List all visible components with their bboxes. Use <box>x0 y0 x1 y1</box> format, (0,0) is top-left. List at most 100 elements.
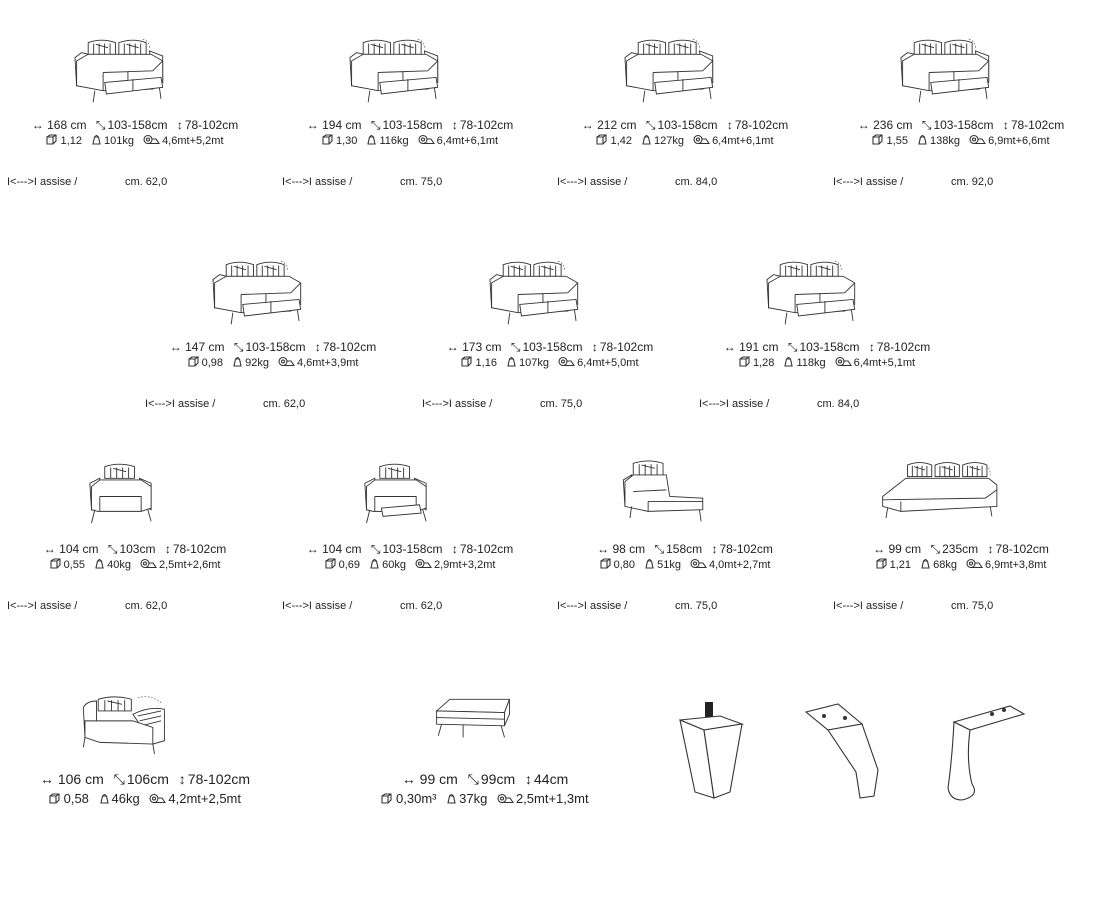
height-value: 78-102cm <box>184 118 239 132</box>
assise-line: I<--->I assise /cm. 84,0 <box>557 176 717 188</box>
product-sofa-147: ↔ 147 cm ⤡103-158cm ↕78-102cm 0,98 92kg … <box>145 252 398 410</box>
weight-icon <box>366 134 377 147</box>
width-value: 212 cm <box>597 118 637 132</box>
volume-value: 1,42 <box>610 135 632 147</box>
depth-icon: ⤡ <box>95 118 106 132</box>
specs-line: 1,12 101kg 4,6mt+5,2mt <box>10 134 260 147</box>
assise-label: I<--->I assise / <box>557 600 628 612</box>
weight-icon <box>446 791 457 806</box>
assise-value: cm. 75,0 <box>540 398 583 410</box>
volume-icon <box>596 134 608 147</box>
product-sofa-212: ↔ 212 cm ⤡103-158cm ↕78-102cm 1,42 127kg… <box>557 30 810 188</box>
assise-label: I<--->I assise / <box>7 176 78 188</box>
height-value: 78-102cm <box>995 542 1049 556</box>
fabric-roll-icon <box>690 558 708 571</box>
depth-icon: ⤡ <box>654 542 665 556</box>
fabric-value: 6,9mt+3,8mt <box>985 559 1047 571</box>
height-value: 78-102cm <box>187 771 251 787</box>
assise-value: cm. 75,0 <box>400 176 443 188</box>
sofa1arm-illustration <box>766 261 856 325</box>
volume-icon <box>49 558 61 571</box>
product-lounge-99: ↔ 99 cm ⤡235cm ↕78-102cm 1,21 68kg 6,9mt… <box>833 454 1086 612</box>
height-icon: ↕ <box>451 542 458 556</box>
specs-line: 1,28 118kg 6,4mt+5,1mt <box>702 356 952 369</box>
volume-icon <box>599 558 611 571</box>
product-pouf-99: ↔ 99 cm ⤡99cm ↕44cm 0,30m³ 37kg 2,5mt+1,… <box>360 685 610 806</box>
sofa2-illustration <box>74 39 164 103</box>
weight-icon <box>783 356 794 369</box>
depth-icon: ⤡ <box>787 340 798 354</box>
fabric-value: 6,4mt+6,1mt <box>436 135 499 147</box>
dimensions-line: ↔ 168 cm ⤡103-158cm ↕78-102cm <box>10 118 260 133</box>
fabric-value: 2,5mt+2,6mt <box>159 559 221 571</box>
height-value: 78-102cm <box>459 118 514 132</box>
assise-value: cm. 62,0 <box>263 398 306 410</box>
product-sofa-168: ↔ 168 cm ⤡103-158cm ↕78-102cm 1,12 101kg… <box>7 30 260 188</box>
dimensions-line: ↔ 191 cm ⤡103-158cm ↕78-102cm <box>702 340 952 355</box>
assise-line: I<--->I assise /cm. 75,0 <box>422 398 582 410</box>
fabric-roll-icon <box>415 558 433 571</box>
assise-line: I<--->I assise /cm. 62,0 <box>7 176 167 188</box>
fabric-value: 6,4mt+5,1mt <box>853 357 916 369</box>
fabric-value: 2,9mt+3,2mt <box>434 559 496 571</box>
specs-line: 0,58 46kg 4,2mt+2,5mt <box>20 791 270 806</box>
assise-label: I<--->I assise / <box>699 398 770 410</box>
height-icon: ↕ <box>711 542 718 556</box>
width-icon: ↔ <box>43 542 56 556</box>
height-icon: ↕ <box>178 771 186 787</box>
specs-line: 1,16 107kg 6,4mt+5,0mt <box>425 356 675 369</box>
assise-value: cm. 84,0 <box>817 398 860 410</box>
height-value: 44cm <box>534 771 569 787</box>
depth-value: 235cm <box>942 542 979 556</box>
volume-value: 1,55 <box>886 135 908 147</box>
volume-value: 1,30 <box>335 135 358 147</box>
volume-value: 0,80 <box>613 559 636 571</box>
sofa1arm-illustration <box>489 261 579 325</box>
weight-icon <box>91 134 102 147</box>
specs-line: 0,98 92kg 4,6mt+3,9mt <box>148 356 398 369</box>
assise-label: I<--->I assise / <box>833 176 904 188</box>
chaise-illustration <box>622 460 704 522</box>
height-icon: ↕ <box>987 542 994 556</box>
depth-icon: ⤡ <box>107 542 118 556</box>
weight-icon <box>920 558 931 571</box>
fabric-roll-icon <box>140 558 158 571</box>
product-chaise-98: ↔ 98 cm ⤡158cm ↕78-102cm 0,80 51kg 4,0mt… <box>557 454 810 612</box>
fabric-value: 4,2mt+2,5mt <box>168 791 241 806</box>
weight-value: 101kg <box>104 135 134 147</box>
assise-value: cm. 62,0 <box>400 600 443 612</box>
depth-value: 103cm <box>119 542 156 556</box>
depth-value: 103-158cm <box>799 340 860 354</box>
volume-value: 1,16 <box>475 357 497 369</box>
volume-value: 1,28 <box>752 357 775 369</box>
width-icon: ↔ <box>581 118 594 132</box>
width-icon: ↔ <box>873 542 886 556</box>
specs-line: 1,55 138kg 6,9mt+6,6mt <box>836 134 1086 147</box>
volume-value: 1,21 <box>889 559 912 571</box>
volume-icon <box>49 791 60 806</box>
chairrec-illustration <box>364 463 427 524</box>
weight-icon <box>644 558 655 571</box>
dimensions-line: ↔ 99 cm ⤡99cm ↕44cm <box>360 771 610 788</box>
volume-icon <box>381 791 392 806</box>
weight-icon <box>232 356 243 369</box>
product-chair-104a: ↔ 104 cm ⤡103cm ↕78-102cm 0,55 40kg 2,5m… <box>7 454 260 612</box>
depth-icon: ⤡ <box>467 771 479 787</box>
assise-line: I<--->I assise /cm. 92,0 <box>833 176 993 188</box>
specs-line: 1,30 116kg 6,4mt+6,1mt <box>285 134 535 147</box>
weight-value: 51kg <box>657 559 681 571</box>
height-icon: ↕ <box>591 340 598 354</box>
width-value: 98 cm <box>612 542 646 556</box>
sofa2-illustration <box>900 39 990 103</box>
height-icon: ↕ <box>726 118 733 132</box>
specs-line: 0,69 60kg 2,9mt+3,2mt <box>285 558 535 571</box>
dimensions-line: ↔ 106 cm ⤡106cm ↕78-102cm <box>20 771 270 788</box>
volume-value: 0,30m³ <box>396 791 437 806</box>
width-value: 106 cm <box>57 771 104 787</box>
fabric-roll-icon <box>558 356 576 369</box>
assise-value: cm. 84,0 <box>675 176 718 188</box>
height-icon: ↕ <box>1002 118 1009 132</box>
weight-value: 92kg <box>245 357 269 369</box>
product-sofa-173: ↔ 173 cm ⤡103-158cm ↕78-102cm 1,16 107kg… <box>422 252 675 410</box>
weight-icon <box>369 558 380 571</box>
